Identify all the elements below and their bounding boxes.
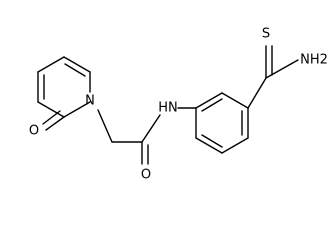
atom-label-pyridone-nitrogen: N: [85, 94, 95, 109]
bond-c2-o-double: [42, 110, 61, 125]
bond-ring-c4-c5: [37, 56, 65, 73]
bond-benzene-thioamide-carbon: [247, 77, 267, 109]
thioamide-group: [247, 45, 299, 109]
atom-label-thioamide-nitrogen: NH2: [300, 53, 328, 68]
bond-carbonyl-nh: [141, 114, 161, 143]
bond-ring-n1-c2: [63, 101, 91, 118]
bond-ring-c2-c3: [37, 101, 65, 118]
benzene-ring: [195, 92, 249, 154]
chemical-structure-diagram: S NH2 HN O N O: [29, 27, 328, 183]
bond-benzene-5-6: [195, 137, 223, 154]
bond-thioamide-c-n: [265, 59, 299, 79]
bond-benzene-1-2-double: [201, 98, 223, 112]
bond-benzene-5-6-double: [201, 134, 223, 148]
atom-label-amide-nitrogen: HN: [158, 101, 178, 116]
bond-benzene-4-5: [221, 137, 249, 154]
atom-label-thioamide-sulfur: S: [262, 27, 270, 42]
atom-label-pyridone-oxygen: O: [29, 124, 39, 139]
bond-n1-ch2: [97, 109, 113, 143]
acetamide-linker: [97, 107, 197, 165]
pyridone-carbonyl: [42, 110, 65, 131]
bond-ring-c5-c6: [63, 56, 91, 73]
bond-benzene-1-2: [195, 92, 223, 109]
pyridone-ring: [37, 56, 91, 118]
bond-ring-c5-c6-double: [64, 63, 86, 77]
atom-label-amide-oxygen: O: [141, 168, 151, 183]
bond-c2-o: [45, 116, 65, 131]
bond-benzene-2-3: [221, 92, 249, 109]
